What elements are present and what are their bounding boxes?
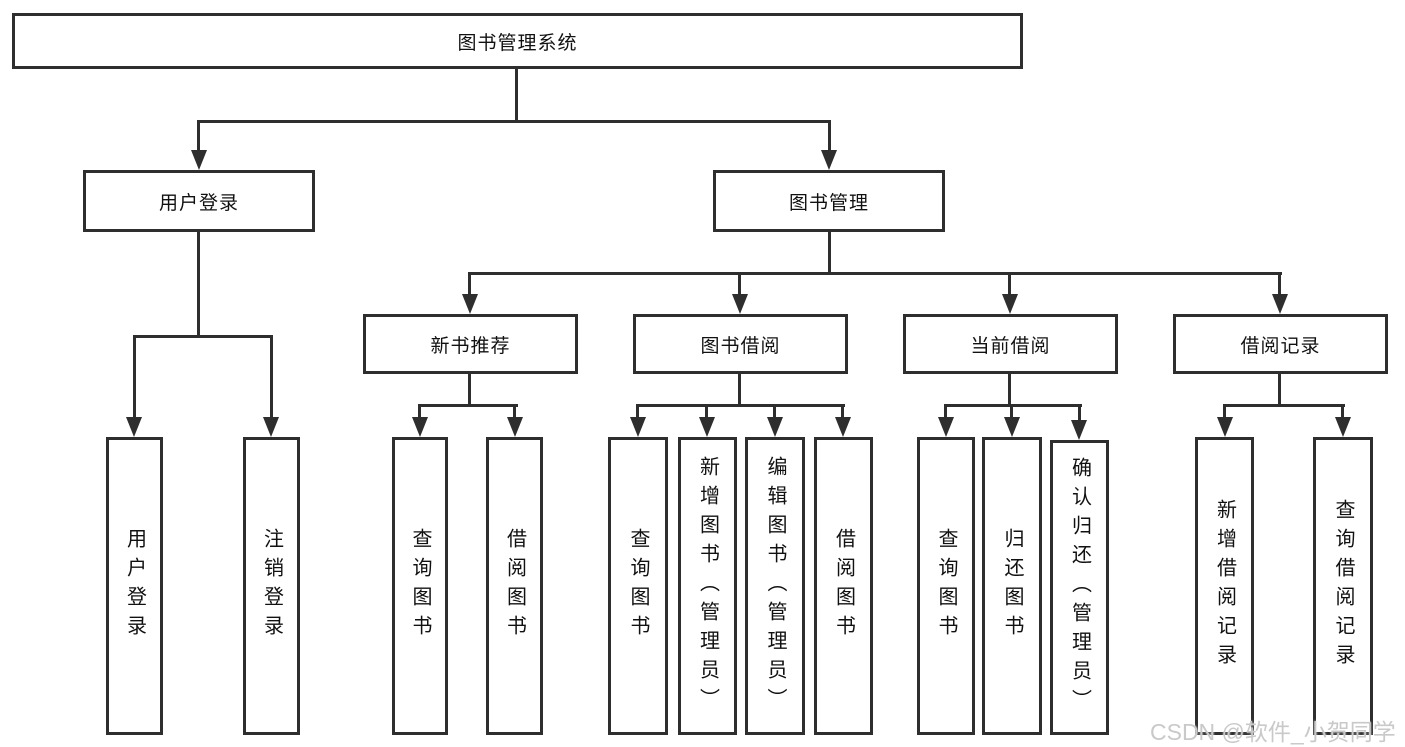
connector-line (738, 373, 741, 407)
connector-line (468, 272, 1282, 275)
arrow-down-icon (263, 417, 279, 437)
arrow-down-icon (835, 417, 851, 437)
node-label: 编辑图书（管理员） (764, 455, 786, 717)
node-user-login: 用户登录 (83, 170, 315, 232)
connector-line (828, 232, 831, 273)
node-label: 确认归还（管理员） (1068, 457, 1091, 718)
node-leaf-query-books-recommend: 查询图书 (392, 437, 448, 735)
node-leaf-borrow-books-recommend: 借阅图书 (486, 437, 543, 735)
connector-line (841, 404, 844, 419)
connector-line (513, 404, 516, 419)
connector-line (1010, 404, 1013, 419)
connector-line (515, 69, 518, 120)
node-label: 用户登录 (158, 192, 239, 214)
node-label: 查询图书 (627, 528, 649, 644)
node-leaf-logout: 注销登录 (243, 437, 300, 735)
node-leaf-add-borrow-record: 新增借阅记录 (1195, 437, 1254, 735)
node-label: 借阅记录 (1240, 335, 1321, 357)
arrow-down-icon (507, 417, 523, 437)
arrow-down-icon (1002, 294, 1018, 314)
node-library-management-system: 图书管理系统 (12, 13, 1023, 69)
connector-line (1278, 272, 1281, 296)
connector-line (418, 404, 421, 419)
node-label: 图书管理 (788, 192, 869, 214)
node-label: 新书推荐 (430, 335, 511, 357)
node-borrowing-records: 借阅记录 (1173, 314, 1388, 374)
connector-line (197, 120, 831, 123)
connector-line (1008, 373, 1011, 407)
arrow-down-icon (1071, 420, 1087, 440)
arrow-down-icon (412, 417, 428, 437)
node-label: 借阅图书 (832, 528, 855, 644)
node-label: 当前借阅 (970, 335, 1051, 357)
connector-line (133, 335, 136, 419)
node-leaf-borrow-books-borrowing: 借阅图书 (814, 437, 873, 735)
connector-line (944, 404, 1082, 407)
node-label: 注销登录 (260, 528, 283, 644)
connector-line (1078, 404, 1081, 422)
arrow-down-icon (462, 294, 478, 314)
node-label: 查询图书 (409, 528, 431, 644)
node-leaf-query-books-borrowing: 查询图书 (608, 437, 668, 735)
node-label: 图书借阅 (700, 335, 781, 357)
arrow-down-icon (767, 417, 783, 437)
csdn-watermark: CSDN @软件_小贺同学 (1150, 719, 1396, 745)
connector-line (636, 404, 845, 407)
arrow-down-icon (191, 150, 207, 170)
connector-line (197, 120, 200, 151)
node-new-book-recommend: 新书推荐 (363, 314, 578, 374)
connector-line (636, 404, 639, 419)
connector-line (1223, 404, 1345, 407)
node-book-management: 图书管理 (713, 170, 945, 232)
node-leaf-query-books-current: 查询图书 (917, 437, 975, 735)
arrow-down-icon (821, 150, 837, 170)
node-label: 借阅图书 (503, 528, 526, 644)
arrow-down-icon (630, 417, 646, 437)
node-book-borrowing: 图书借阅 (633, 314, 848, 374)
arrow-down-icon (1004, 417, 1020, 437)
arrow-down-icon (1272, 294, 1288, 314)
connector-line (1278, 373, 1281, 407)
connector-line (197, 232, 200, 336)
node-label: 查询借阅记录 (1332, 499, 1354, 673)
arrow-down-icon (126, 417, 142, 437)
node-leaf-add-books-admin: 新增图书（管理员） (678, 437, 737, 735)
connector-line (133, 335, 273, 338)
node-label: 新增图书（管理员） (696, 455, 719, 717)
arrow-down-icon (938, 417, 954, 437)
connector-line (1008, 272, 1011, 296)
node-label: 用户登录 (123, 528, 146, 644)
connector-line (418, 404, 518, 407)
arrow-down-icon (1217, 417, 1233, 437)
connector-line (1223, 404, 1226, 419)
connector-line (828, 120, 831, 151)
node-label: 查询图书 (935, 528, 957, 644)
connector-line (468, 272, 471, 296)
connector-line (468, 373, 471, 407)
node-label: 图书管理系统 (457, 32, 578, 54)
node-current-borrowing: 当前借阅 (903, 314, 1118, 374)
arrow-down-icon (699, 417, 715, 437)
arrow-down-icon (732, 294, 748, 314)
connector-line (773, 404, 776, 419)
node-leaf-edit-books-admin: 编辑图书（管理员） (745, 437, 805, 735)
connector-line (1341, 404, 1344, 419)
node-label: 归还图书 (1001, 528, 1023, 644)
node-leaf-confirm-return-admin: 确认归还（管理员） (1050, 440, 1109, 735)
connector-line (270, 335, 273, 419)
connector-line (705, 404, 708, 419)
node-label: 新增借阅记录 (1213, 499, 1236, 673)
arrow-down-icon (1335, 417, 1351, 437)
connector-line (738, 272, 741, 296)
node-leaf-query-borrow-record: 查询借阅记录 (1313, 437, 1373, 735)
connector-line (944, 404, 947, 419)
node-leaf-user-login: 用户登录 (106, 437, 163, 735)
node-leaf-return-books: 归还图书 (982, 437, 1042, 735)
